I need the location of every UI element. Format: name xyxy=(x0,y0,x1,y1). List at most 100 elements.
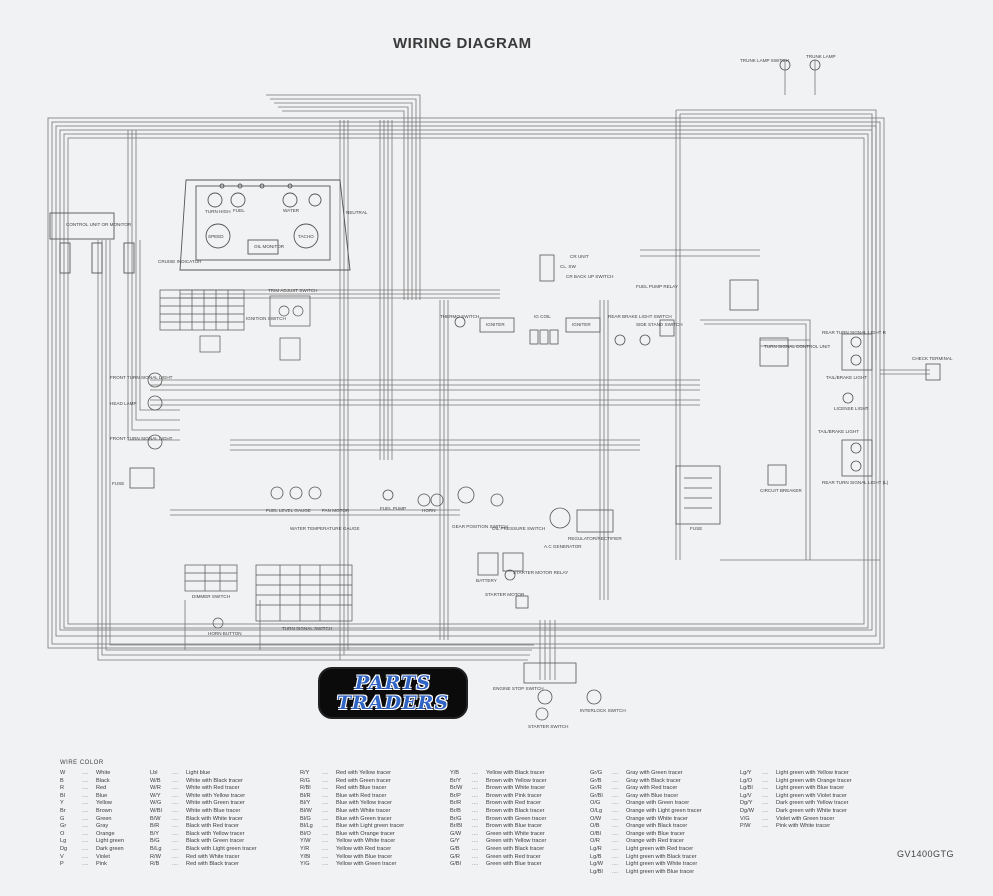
legend-entry: Bl/Lg....Blue with Light green tracer xyxy=(300,823,404,831)
legend-entry: Gr/Bl....Gray with Blue tracer xyxy=(590,793,702,801)
leader-dots: .... xyxy=(472,838,479,845)
legend-entry: Bl/R....Blue with Red tracer xyxy=(300,793,404,801)
leader-dots: .... xyxy=(82,777,89,784)
leader-dots: .... xyxy=(322,838,329,845)
starter-relay-label: STARTER MOTOR RELAY xyxy=(513,570,568,575)
wire-code: B xyxy=(60,777,64,784)
leader-dots: .... xyxy=(322,800,329,807)
wire-color-name: Orange with White tracer xyxy=(626,815,688,822)
legend-entry: Br/B....Brown with Black tracer xyxy=(450,808,547,816)
ig-coil-label: IG COIL xyxy=(534,314,551,319)
wire-code: Y/G xyxy=(300,861,310,868)
legend-entry: R/B....Red with Black tracer xyxy=(150,861,257,869)
rear-turn-l-label: REAR TURN SIGNAL LIGHT (L) xyxy=(822,480,889,485)
wire-color-name: Yellow with Blue tracer xyxy=(336,853,393,860)
wire-code: W/G xyxy=(150,800,162,807)
legend-entry: Lg/W....Light green with White tracer xyxy=(590,861,702,869)
wire-color-name: Brown xyxy=(96,807,112,814)
wire-color-name: Gray with Black tracer xyxy=(626,777,681,784)
leader-dots: .... xyxy=(612,823,619,830)
wire-code: Br/B xyxy=(450,807,461,814)
leader-dots: .... xyxy=(322,777,329,784)
interlock-switch-label: INTERLOCK SWITCH xyxy=(580,708,626,713)
wire-code: O/B xyxy=(590,823,600,830)
wire-color-name: Light green with Black tracer xyxy=(626,853,697,860)
legend-entry: V....Violet xyxy=(60,854,124,862)
wire-color-name: Yellow with White tracer xyxy=(336,838,396,845)
wire-color-name: Brown with Green tracer xyxy=(486,815,547,822)
wire-code: R/B xyxy=(150,861,160,868)
leader-dots: .... xyxy=(762,815,769,822)
leader-dots: .... xyxy=(612,830,619,837)
leader-dots: .... xyxy=(762,785,769,792)
cr-unit-label: CR UNIT xyxy=(570,254,589,259)
legend-entry: Lg/B....Light green with Black tracer xyxy=(590,854,702,862)
wire-code: Lg/W xyxy=(590,861,604,868)
leader-dots: .... xyxy=(762,770,769,776)
leader-dots: .... xyxy=(322,830,329,837)
leader-dots: .... xyxy=(472,770,479,776)
legend-entry: R/G....Red with Green tracer xyxy=(300,778,404,786)
wire-color-name: Orange with Black tracer xyxy=(626,823,688,830)
leader-dots: .... xyxy=(172,845,179,852)
leader-dots: .... xyxy=(172,770,179,776)
legend-entry: Gr/R....Gray with Red tracer xyxy=(590,785,702,793)
wire-color-name: White with Red tracer xyxy=(186,785,240,792)
wire-code: V xyxy=(60,853,64,860)
leader-dots: .... xyxy=(172,861,179,868)
wire-code: W/Y xyxy=(150,792,161,799)
wire-color-name: Orange with Blue tracer xyxy=(626,830,685,837)
wire-code: Y xyxy=(60,800,64,807)
model-code: GV1400GTG xyxy=(897,849,955,859)
leader-dots: .... xyxy=(762,807,769,814)
leader-dots: .... xyxy=(322,853,329,860)
legend-entry: Br/R....Brown with Red tracer xyxy=(450,800,547,808)
clutch-switch-label: CL. SW xyxy=(560,264,576,269)
leader-dots: .... xyxy=(172,815,179,822)
wire-code: Dg/Y xyxy=(740,800,753,807)
leader-dots: .... xyxy=(472,823,479,830)
tail-brake-2-label: TAIL/BRAKE LIGHT xyxy=(818,429,859,434)
wire-code: W/R xyxy=(150,785,161,792)
wire-code: Bl/G xyxy=(300,815,311,822)
legend-entry: Lg/Y....Light green with Yellow tracer xyxy=(740,770,852,778)
leader-dots: .... xyxy=(472,845,479,852)
wire-color-name: Light green with White tracer xyxy=(626,861,698,868)
oil-pressure-switch-label: OIL PRESSURE SWITCH xyxy=(492,526,545,531)
leader-dots: .... xyxy=(612,853,619,860)
legend-entry: Y/G....Yellow with Green tracer xyxy=(300,861,404,869)
head-lamp-label: HEAD LAMP xyxy=(110,401,137,406)
leader-dots: .... xyxy=(762,777,769,784)
fuel-pump-relay-label: FUEL PUMP RELAY xyxy=(636,284,678,289)
wire-code: R xyxy=(60,785,65,792)
wire-color-name: Light green with Blue tracer xyxy=(626,868,695,875)
legend-entry: Lg....Light green xyxy=(60,838,124,846)
wire-code: P xyxy=(60,861,64,868)
legend-entry: R....Red xyxy=(60,785,124,793)
trunk-lamp-label: TRUNK LAMP xyxy=(806,54,836,59)
legend-entry: W....White xyxy=(60,770,124,778)
fan-motor-label: FAN MOTOR xyxy=(322,508,350,513)
wire-code: G/Bl xyxy=(450,861,461,868)
fuse-label: FUSE xyxy=(112,481,124,486)
leader-dots: .... xyxy=(322,785,329,792)
wire-color-name: White with Blue tracer xyxy=(186,807,241,814)
leader-dots: .... xyxy=(612,807,619,814)
wire-code: Br xyxy=(60,807,66,814)
rear-brake-switch-label: REAR BRAKE LIGHT SWITCH xyxy=(608,314,672,319)
wire-color-name: Orange with Light green tracer xyxy=(626,807,702,814)
charging-system xyxy=(477,507,614,609)
legend-entry: P/W....Pink with White tracer xyxy=(740,823,852,831)
legend-entry: G....Green xyxy=(60,816,124,824)
wire-code: Y/Bl xyxy=(300,853,311,860)
wire-color-name: Gray with Red tracer xyxy=(626,785,678,792)
wire-color-name: Black with Red tracer xyxy=(186,823,239,830)
license-light-label: LICENSE LIGHT xyxy=(834,406,869,411)
wire-color-name: Gray with Blue tracer xyxy=(626,792,679,799)
leader-dots: .... xyxy=(82,823,89,830)
wire-color-name: White xyxy=(96,770,111,776)
